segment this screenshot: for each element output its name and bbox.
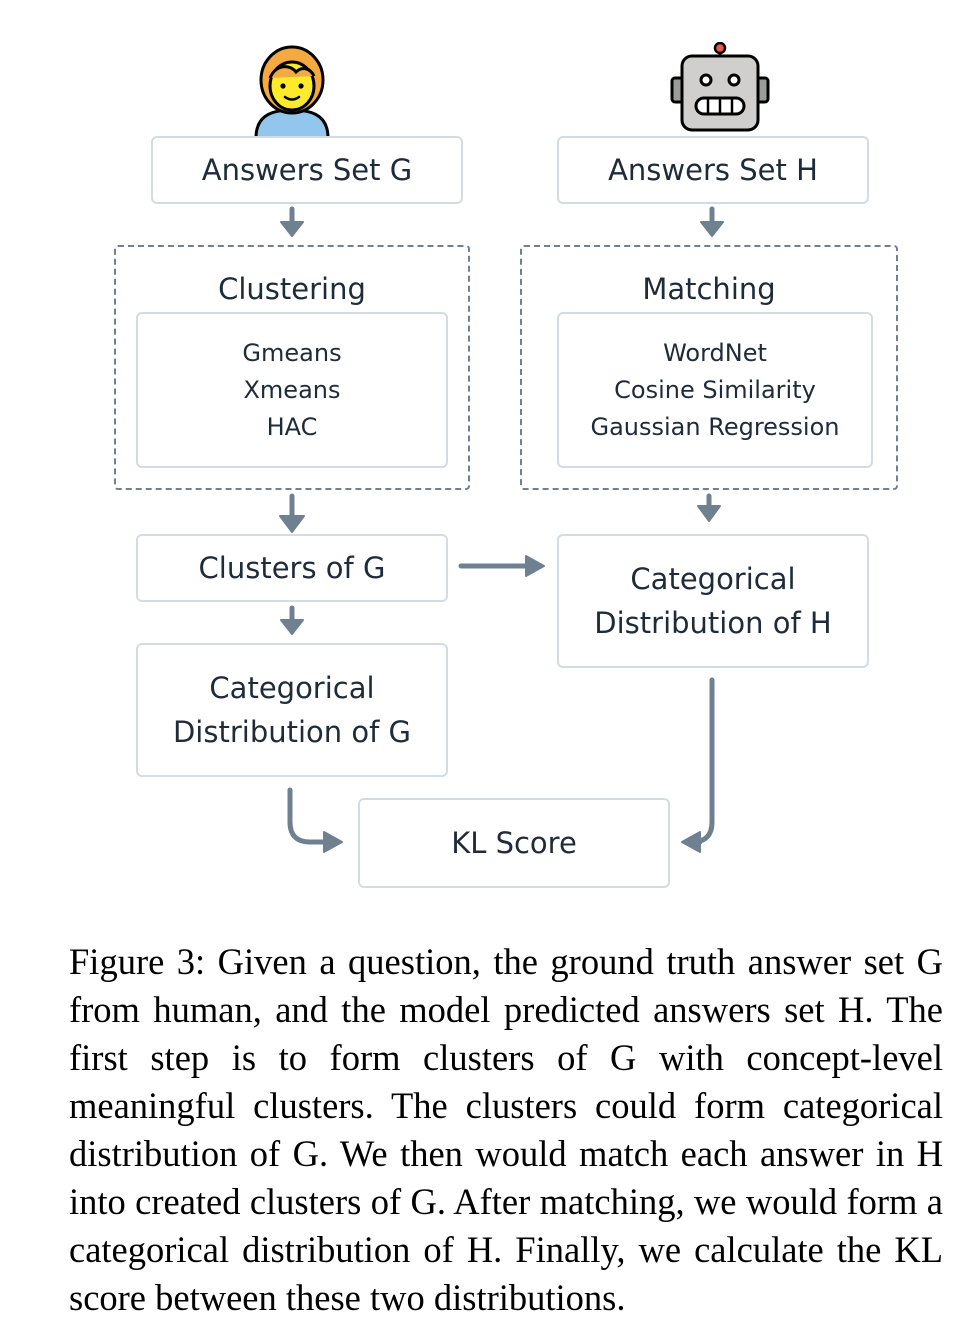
answers-set-g-box: Answers Set G bbox=[151, 136, 463, 204]
answers-set-g-label: Answers Set G bbox=[201, 153, 413, 187]
clustering-methods-box: Gmeans Xmeans HAC bbox=[136, 312, 448, 468]
answers-set-h-label: Answers Set H bbox=[608, 153, 818, 187]
matching-methods-box: WordNet Cosine Similarity Gaussian Regre… bbox=[557, 312, 873, 468]
caption-line-6: in H into created clusters of G. After m… bbox=[69, 1133, 944, 1222]
answers-set-h-box: Answers Set H bbox=[557, 136, 869, 204]
caption-line-4: meaningful clusters. The clusters could … bbox=[69, 1085, 943, 1126]
flow-arrows bbox=[279, 206, 724, 853]
arrow-dist-g-to-kl bbox=[287, 787, 329, 845]
kl-score-label: KL Score bbox=[451, 826, 577, 860]
distribution-g-box: Categorical Distribution of G bbox=[136, 643, 448, 777]
method-hac: HAC bbox=[266, 412, 318, 441]
kl-score-box: KL Score bbox=[358, 798, 670, 888]
person-icon bbox=[254, 45, 330, 138]
clustering-group bbox=[114, 245, 470, 490]
method-gaussian-regression: Gaussian Regression bbox=[590, 412, 840, 441]
distribution-h-line2: Distribution of H bbox=[594, 606, 832, 640]
clustering-title: Clustering bbox=[218, 272, 366, 306]
distribution-h-line1: Categorical bbox=[630, 562, 796, 596]
pipeline-diagram: Answers Set G Answers Set H Clustering G… bbox=[114, 42, 898, 888]
distribution-g-line1: Categorical bbox=[209, 671, 375, 705]
matching-group bbox=[520, 245, 898, 490]
clusters-of-g-label: Clusters of G bbox=[198, 551, 386, 585]
method-wordnet: WordNet bbox=[663, 338, 767, 367]
distribution-h-box: Categorical Distribution of H bbox=[557, 534, 869, 668]
caption-line-8: calculate the KL score between these two… bbox=[69, 1229, 944, 1318]
figure-caption: Figure 3: Given a question, the ground t… bbox=[69, 938, 943, 1322]
matching-title: Matching bbox=[642, 272, 776, 306]
arrow-dist-h-to-kl bbox=[689, 677, 715, 845]
clusters-of-g-box: Clusters of G bbox=[136, 534, 448, 602]
caption-line-7: would form a categorical distribution of… bbox=[69, 1181, 943, 1270]
robot-icon bbox=[670, 42, 770, 132]
caption-line-5: distribution of G. We then would match e… bbox=[69, 1133, 864, 1174]
method-xmeans: Xmeans bbox=[243, 375, 341, 404]
caption-line-3: The first step is to form clusters of G … bbox=[69, 989, 943, 1078]
method-gmeans: Gmeans bbox=[242, 338, 342, 367]
distribution-g-line2: Distribution of G bbox=[172, 715, 412, 749]
caption-line-1: Figure 3: Given a question, the ground t… bbox=[69, 941, 905, 982]
caption-line-2: G from human, and the model predicted an… bbox=[69, 941, 944, 1030]
method-cosine-similarity: Cosine Similarity bbox=[614, 375, 816, 404]
